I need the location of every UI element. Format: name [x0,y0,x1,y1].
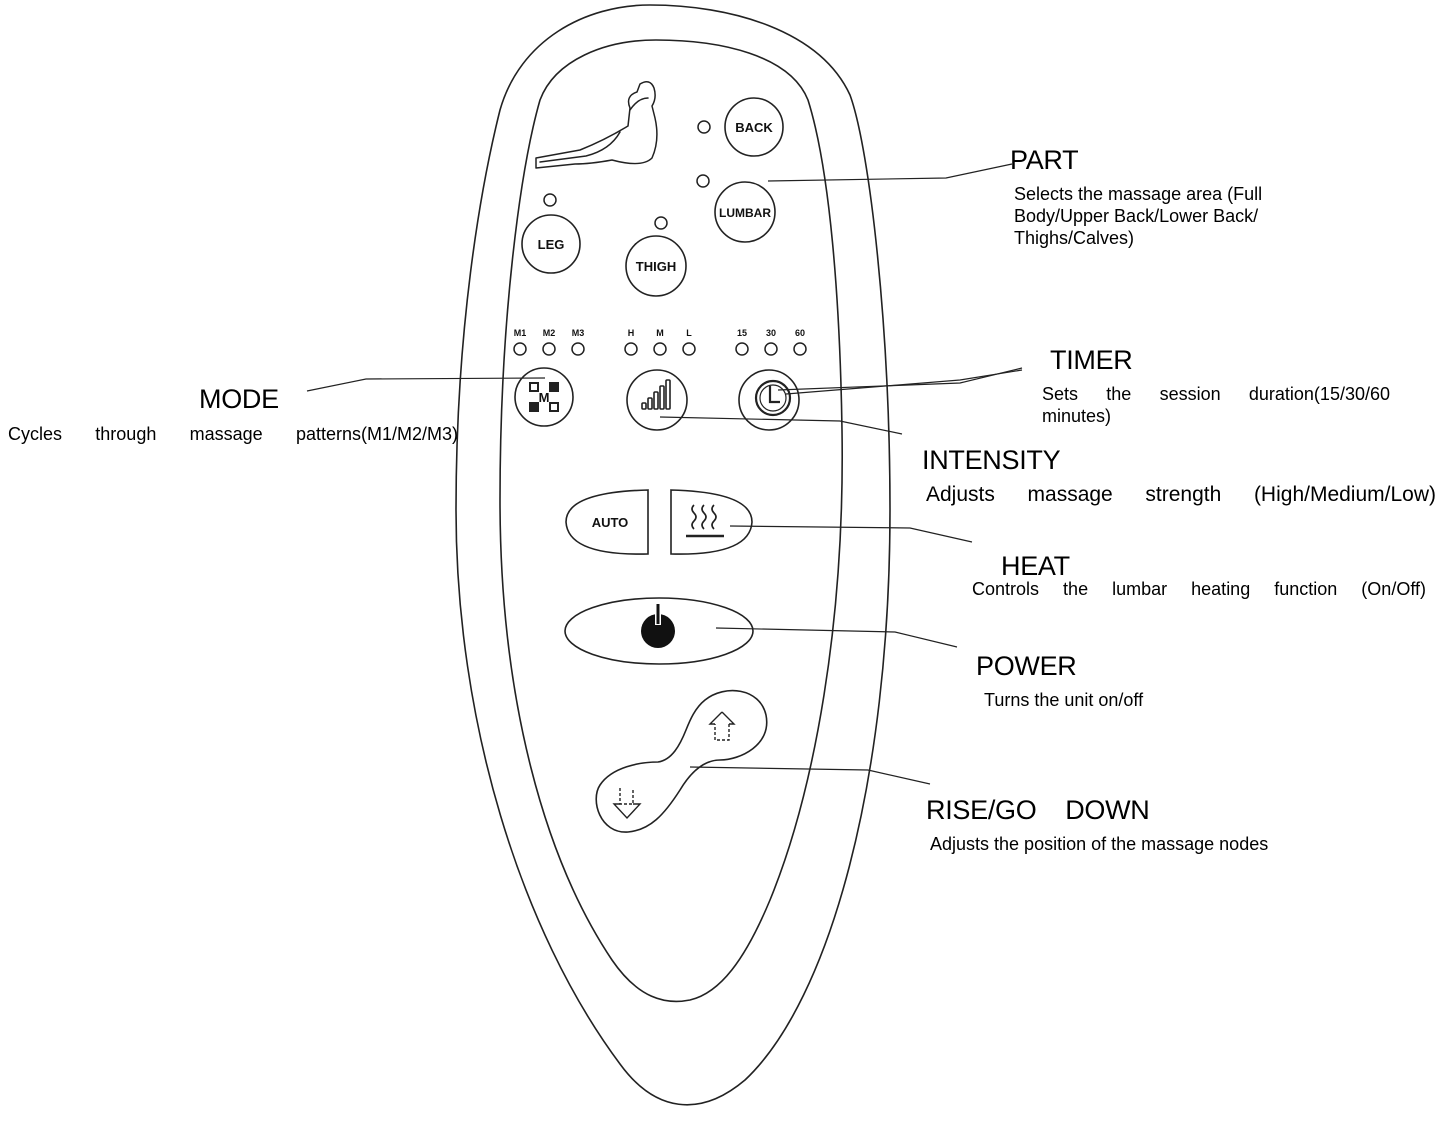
timer-button[interactable] [738,369,800,431]
indicator-leds [513,342,807,356]
part-leader-line [767,163,1013,182]
intensity-led-l [682,342,696,356]
timer-led-30 [764,342,778,356]
mode-led-m3 [571,342,585,356]
timer-leader-line-2 [785,369,1023,395]
timer-leader-line [777,367,1023,391]
mode-indicator-label-m2: M2 [543,328,556,338]
mode-leader-line [306,377,546,392]
back-led [697,120,711,134]
clock-icon [754,379,792,417]
auto-button[interactable]: AUTO [565,489,649,555]
mode-description: Cycles through massage patterns(M1/M2/M3… [8,424,458,444]
timer-indicator-label-60: 60 [795,328,805,338]
seat-silhouette-icon [535,81,658,169]
part-title: PART [1010,145,1079,175]
leg-button[interactable]: LEG [521,214,581,274]
mode-led-m1 [513,342,527,356]
power-description: Turns the unit on/off [984,690,1144,710]
rise-go-down-title: RISE/GO DOWN [926,795,1150,825]
up-arrow-icon [708,711,736,741]
part-indicators [543,120,711,230]
heat-description: Controls the lumbar heating function (On… [972,579,1426,599]
timer-indicator-label-30: 30 [766,328,776,338]
timer-led-60 [793,342,807,356]
intensity-leader-line [659,416,903,435]
rise-go-down-description: Adjusts the position of the massage node… [930,834,1269,854]
power-icon [641,603,675,648]
rise-down-button[interactable] [595,689,768,833]
lumbar-button-label: LUMBAR [719,206,771,220]
down-arrow-icon [612,788,642,820]
leader-lines [306,163,1023,785]
power-leader-line [715,627,958,648]
timer-led-15 [735,342,749,356]
timer-indicator-label-15: 15 [737,328,747,338]
intensity-indicator-label-h: H [628,328,635,338]
intensity-indicator-label-m: M [656,328,664,338]
timer-description-line1: Sets the session duration(15/30/60 [1042,384,1390,404]
mode-button[interactable]: M [514,367,574,427]
rise-leader-line [689,766,931,785]
thigh-button[interactable]: THIGH [625,235,687,297]
mode-indicator-label-m1: M1 [514,328,527,338]
auto-button-label: AUTO [592,515,629,530]
heat-button[interactable] [670,489,753,555]
mode-indicator-label-m3: M3 [572,328,585,338]
remote-inner-outline [499,39,844,1003]
intensity-led-m [653,342,667,356]
heat-title: HEAT [1001,551,1070,581]
mode-led-m2 [542,342,556,356]
timer-description-line2: minutes) [1042,406,1112,426]
leg-button-label: LEG [538,237,565,252]
thigh-button-label: THIGH [636,259,676,274]
lumbar-button[interactable]: LUMBAR [714,181,776,243]
mode-title: MODE [199,384,279,414]
heat-leader-line [729,525,973,543]
back-button[interactable]: BACK [724,97,784,157]
remote-body [455,4,891,1106]
intensity-description: Adjusts massage strength (High/Medium/Lo… [926,483,1436,506]
mode-button-glyph: M [539,390,550,405]
intensity-title: INTENSITY [922,445,1061,475]
indicator-labels: M1 M2 M3 H M L 15 30 60 [514,328,805,338]
thigh-led [654,216,668,230]
signal-bars-icon [641,379,671,410]
lumbar-led [696,174,710,188]
leg-led [543,193,557,207]
heat-waves-icon [686,504,724,538]
power-title: POWER [976,651,1077,681]
intensity-indicator-label-l: L [686,328,692,338]
intensity-button[interactable] [626,369,688,431]
intensity-led-h [624,342,638,356]
timer-title: TIMER [1050,345,1133,375]
part-description: Selects the massage area (Full Body/Uppe… [1014,184,1263,248]
remote-outer-outline [455,4,891,1106]
mode-grid-icon [529,382,559,412]
back-button-label: BACK [735,120,773,135]
power-button[interactable] [564,597,754,665]
